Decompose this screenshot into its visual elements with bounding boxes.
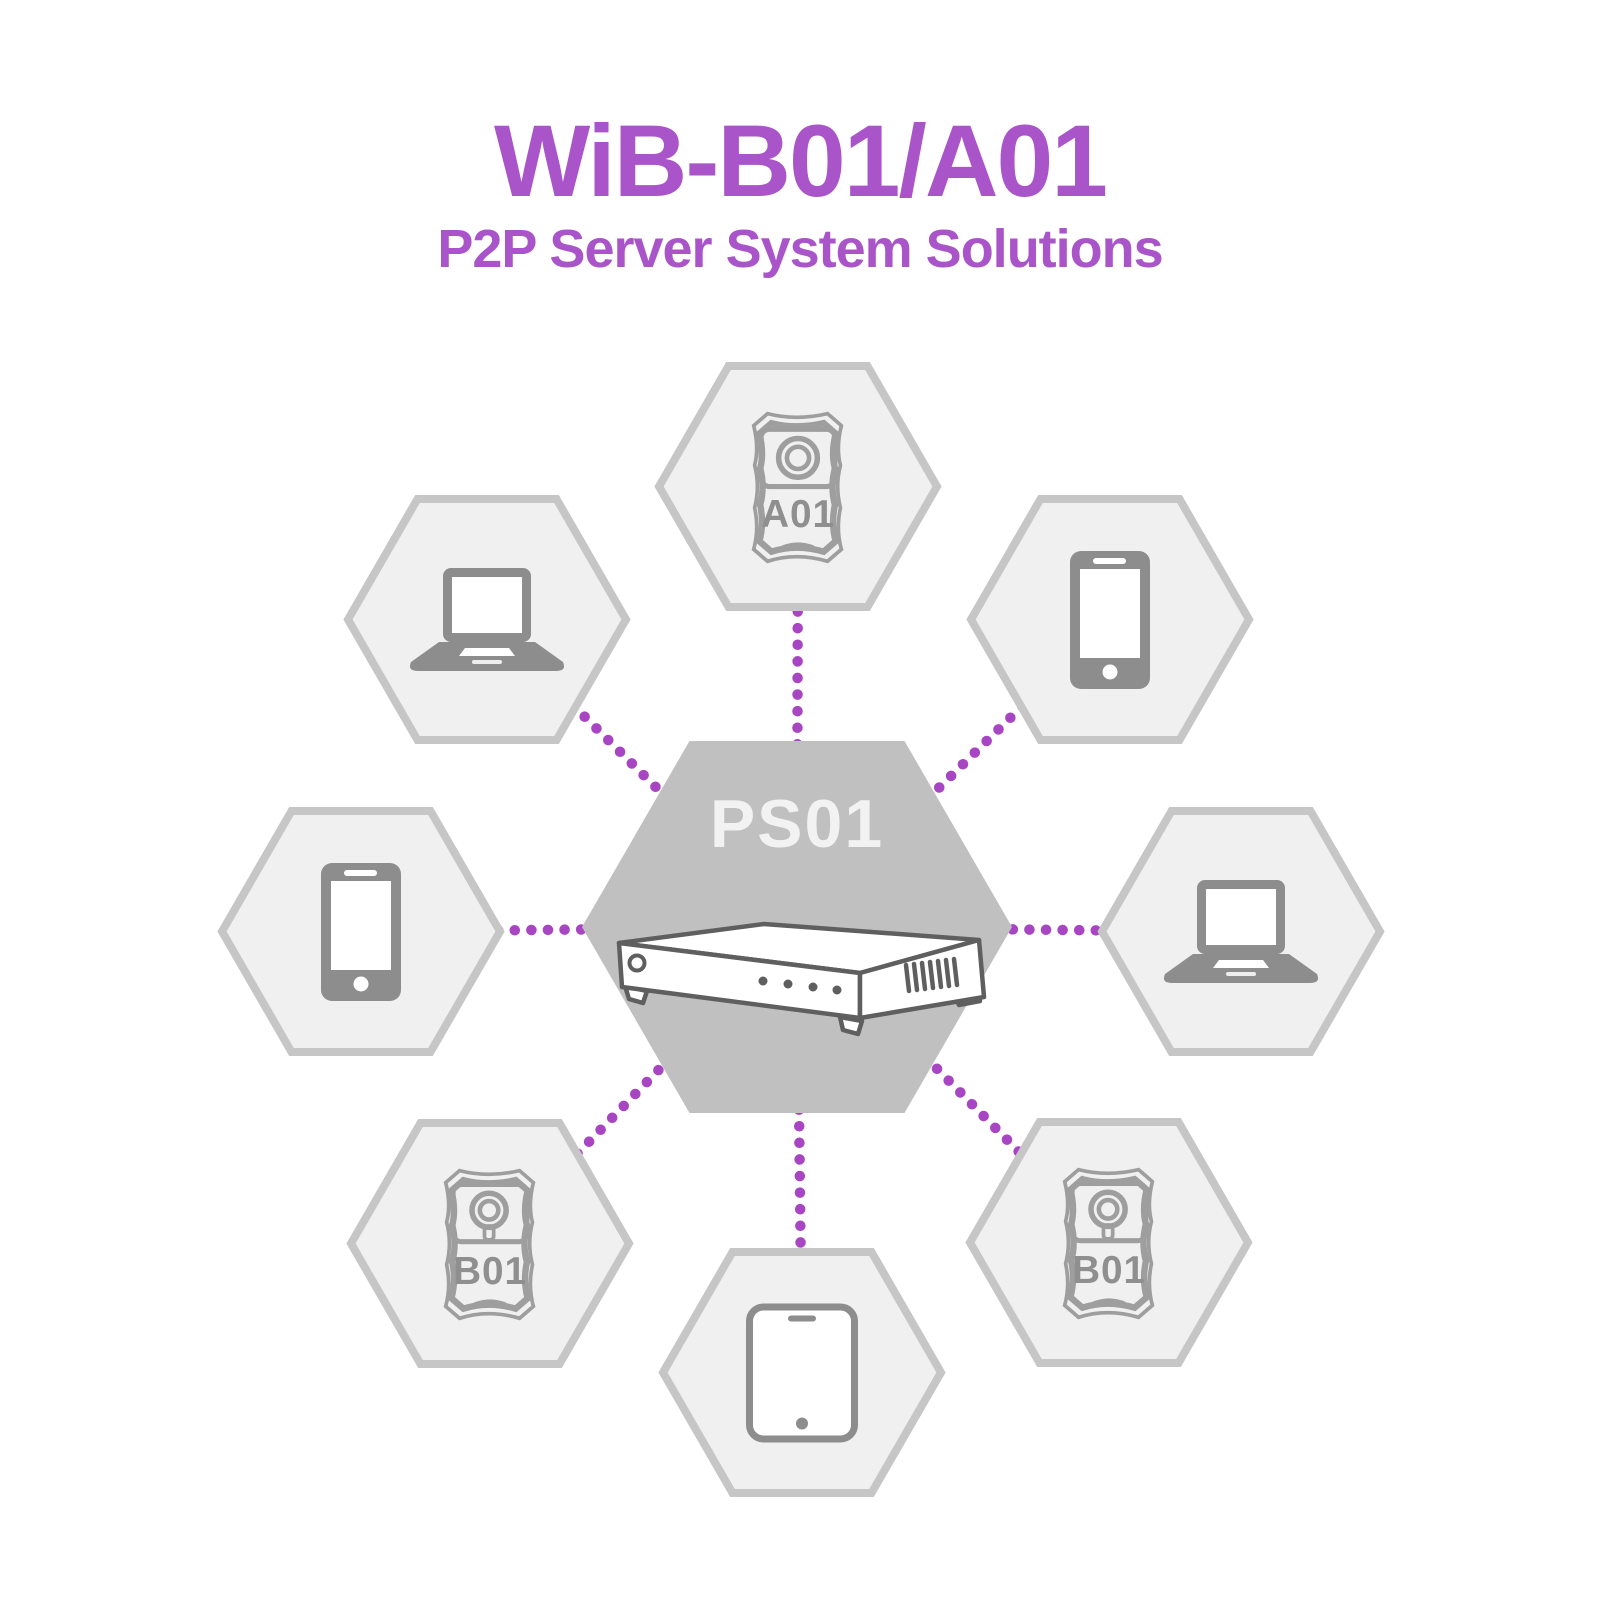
device-label: A01 — [761, 493, 835, 536]
server-led-dots — [758, 976, 842, 995]
body-camera-icon: A01 — [751, 411, 844, 563]
smartphone-icon — [1070, 550, 1150, 689]
node-bottom-left-bodycam-b01: B01 — [346, 1119, 634, 1368]
node-left-smartphone — [217, 807, 505, 1056]
node-top-bodycam-a01: A01 — [654, 362, 942, 611]
hub-node-ps01: PS01 — [582, 741, 1012, 1113]
device-label: B01 — [1072, 1249, 1146, 1292]
camera-lens — [469, 1189, 509, 1230]
laptop-icon — [409, 567, 565, 671]
node-right-laptop — [1097, 807, 1385, 1056]
camera-lens — [1088, 1188, 1128, 1229]
camera-lens — [775, 435, 821, 480]
server-icon — [616, 921, 987, 1037]
tablet-icon — [746, 1303, 858, 1442]
page-title: WiB-B01/A01 — [494, 104, 1108, 218]
server-vents — [903, 956, 960, 994]
device-label: B01 — [453, 1250, 527, 1293]
node-bottom-right-bodycam-b01: B01 — [965, 1118, 1253, 1367]
node-top-left-laptop — [343, 495, 631, 744]
hub-label: PS01 — [710, 786, 884, 862]
laptop-icon — [1163, 879, 1319, 983]
smartphone-icon — [321, 862, 401, 1001]
body-camera-icon: B01 — [443, 1168, 536, 1320]
node-bottom-tablet — [658, 1248, 946, 1497]
node-top-right-smartphone — [966, 495, 1254, 744]
page-subtitle: P2P Server System Solutions — [437, 219, 1163, 279]
body-camera-icon: B01 — [1062, 1167, 1155, 1319]
